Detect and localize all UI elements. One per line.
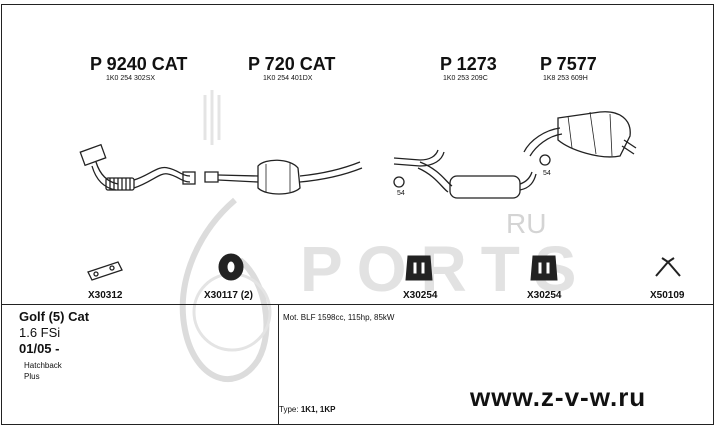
middle-silencer-drawing bbox=[393, 149, 551, 199]
clamp-label-1: 54 bbox=[397, 190, 405, 197]
website-url: www.z-v-w.ru bbox=[470, 382, 647, 412]
vehicle-model: Golf (5) Cat bbox=[19, 309, 90, 324]
watermark-brand: PORTS bbox=[300, 233, 591, 305]
catalytic-converter-drawing bbox=[204, 159, 363, 195]
front-pipe-drawing bbox=[79, 143, 196, 191]
type-line: Type: 1K1, 1KP bbox=[279, 405, 336, 414]
rubber-mount-x30254-a-icon bbox=[405, 255, 433, 281]
part-title-p7577: P 7577 bbox=[540, 54, 597, 74]
part-code-p9240: 1K0 254 302SX bbox=[106, 75, 156, 82]
part-code-p7577: 1K8 253 609H bbox=[543, 75, 588, 82]
info-table-divider bbox=[278, 304, 279, 425]
accessory-label-x30254-a: X30254 bbox=[403, 290, 438, 301]
rear-silencer-drawing bbox=[523, 111, 637, 158]
part-code-p720: 1K0 254 401DX bbox=[263, 75, 313, 82]
accessory-label-x50109: X50109 bbox=[650, 290, 685, 301]
type-label: Type: bbox=[279, 405, 299, 414]
accessory-label-x30117: X30117 (2) bbox=[204, 290, 253, 301]
clamp-label-2: 54 bbox=[543, 170, 551, 177]
info-table-top-border bbox=[1, 304, 714, 305]
part-title-p9240: P 9240 CAT bbox=[90, 54, 188, 74]
rubber-mount-x30117-icon bbox=[218, 253, 244, 281]
hanger-x50109-icon bbox=[655, 257, 681, 277]
part-title-p720: P 720 CAT bbox=[248, 54, 336, 74]
rubber-mount-x30254-b-icon bbox=[530, 255, 558, 281]
vehicle-body-line1: Hatchback bbox=[24, 361, 62, 370]
part-title-p1273: P 1273 bbox=[440, 54, 497, 74]
gasket-x30312-icon bbox=[87, 261, 123, 281]
diagram-frame bbox=[1, 4, 714, 425]
vehicle-body-line2: Plus bbox=[24, 372, 40, 381]
type-value: 1K1, 1KP bbox=[300, 405, 336, 414]
vehicle-engine: 1.6 FSi bbox=[19, 325, 61, 340]
motor-spec: Mot. BLF 1598cc, 115hp, 85kW bbox=[283, 313, 395, 322]
accessory-label-x30254-b: X30254 bbox=[527, 290, 562, 301]
part-code-p1273: 1K0 253 209C bbox=[443, 75, 488, 82]
vehicle-date: 01/05 - bbox=[19, 341, 60, 356]
accessory-label-x30312: X30312 bbox=[88, 290, 123, 301]
watermark-suffix: RU bbox=[506, 208, 547, 239]
